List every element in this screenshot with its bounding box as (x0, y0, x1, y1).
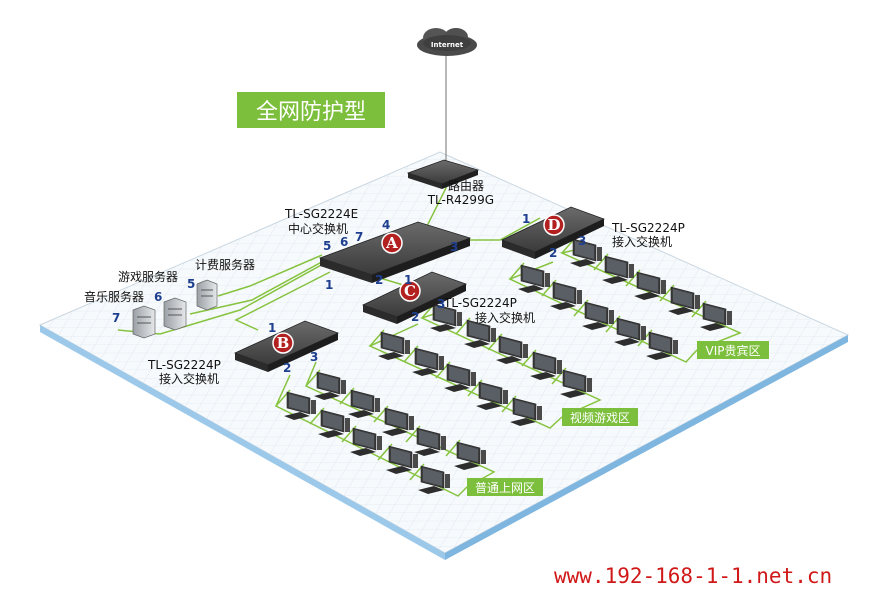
switch-badge (272, 332, 294, 354)
computer-icon (560, 369, 592, 398)
computer-icon (646, 331, 678, 360)
switch-model: TL-SG2224P (611, 221, 685, 235)
port-label: 2 (283, 361, 291, 375)
computer-icon (550, 281, 582, 310)
port-label: 5 (323, 239, 331, 253)
computer-icon (318, 409, 350, 438)
music-server-icon (132, 305, 156, 339)
switch-model: TL-SG2224P (147, 358, 221, 372)
switch-badge (399, 280, 421, 302)
music-server-label: 音乐服务器 (84, 289, 144, 304)
title-banner: 全网防护型 (237, 92, 385, 128)
port-label: 4 (382, 218, 390, 232)
port-label: 6 (154, 290, 162, 304)
computer-icon (348, 389, 380, 418)
computer-icon (414, 427, 446, 456)
cable (470, 217, 541, 241)
server-group: 计费服务器 游戏服务器 音乐服务器 5 6 7 (84, 257, 255, 339)
core-switch-a: A TL-SG2224E 中心交换机 4 5 6 7 3 1 2 (284, 207, 472, 292)
router: 路由器 TL-R4299G (406, 159, 494, 207)
switch-letter: C (404, 282, 416, 300)
access-switch-d: D TL-SG2224P 接入交换机 1 2 3 (500, 206, 685, 260)
zone-vip: VIP贵宾区 (697, 341, 769, 359)
router-name: 路由器 (448, 178, 484, 193)
computer-icon (350, 427, 382, 456)
port-label: 7 (112, 311, 120, 325)
billing-server-icon (196, 279, 218, 311)
internet-label: Internet (431, 41, 464, 49)
router-model: TL-R4299G (427, 193, 494, 207)
switch-role: 中心交换机 (288, 221, 348, 236)
computer-icon (464, 319, 496, 348)
computer-icon (614, 317, 646, 346)
switch-role: 接入交换机 (475, 310, 535, 325)
internet-cloud-icon: Internet (417, 28, 477, 56)
switch-badge (381, 232, 403, 254)
page-title: 全网防护型 (256, 100, 366, 125)
switch-role: 接入交换机 (159, 371, 219, 386)
cable (234, 271, 331, 331)
switch-model: TL-SG2224P (443, 296, 517, 310)
computer-icon (314, 371, 346, 400)
port-label: 3 (437, 297, 445, 311)
switch-letter: D (547, 216, 560, 234)
computer-icon (700, 302, 732, 331)
port-label: 3 (310, 350, 318, 364)
cable (217, 254, 323, 297)
computer-icon (602, 255, 634, 284)
port-label: 1 (268, 321, 276, 335)
watermark: www.192-168-1-1.net.cn (554, 564, 832, 588)
port-label: 7 (355, 230, 363, 244)
billing-server-label: 计费服务器 (195, 257, 255, 272)
access-switch-c: C TL-SG2224P 接入交换机 1 2 3 (361, 271, 535, 325)
computer-icon (518, 264, 550, 293)
switch-letter: B (277, 334, 290, 352)
zone-video-label: 视频游戏区 (570, 410, 630, 425)
client-computers (284, 238, 732, 494)
switch-role: 接入交换机 (612, 234, 672, 249)
computer-icon (386, 445, 418, 474)
computer-icon (382, 407, 414, 436)
port-label: 2 (411, 310, 419, 324)
computer-icon (476, 381, 508, 410)
zone-normal: 普通上网区 (467, 478, 543, 496)
computer-icon (284, 391, 316, 420)
computer-icon (582, 301, 614, 330)
computer-icon (454, 441, 486, 470)
zone-normal-label: 普通上网区 (475, 481, 535, 495)
cable (189, 251, 341, 315)
port-label: 3 (578, 234, 586, 248)
computer-icon (530, 351, 562, 380)
floor-plane (38, 151, 850, 560)
computer-icon (634, 271, 666, 300)
port-label: 2 (375, 273, 383, 287)
computer-icon (668, 286, 700, 315)
switch-letter: A (385, 234, 398, 252)
port-label: 3 (450, 240, 458, 254)
computer-icon (496, 335, 528, 364)
computer-icon (444, 363, 476, 392)
switch-badge (543, 214, 565, 236)
port-label: 2 (549, 246, 557, 260)
port-label: 1 (325, 278, 333, 292)
computer-icon (378, 331, 410, 360)
switch-model: TL-SG2224E (284, 207, 358, 221)
game-server-icon (163, 297, 187, 331)
computer-icon (412, 347, 444, 376)
port-label: 1 (522, 212, 530, 226)
game-server-label: 游戏服务器 (118, 269, 178, 284)
access-switch-b: B TL-SG2224P 接入交换机 1 2 3 (147, 320, 340, 386)
computer-icon (570, 238, 602, 267)
port-label: 5 (187, 277, 195, 291)
computer-icon (430, 303, 462, 332)
zone-video: 视频游戏区 (562, 408, 638, 426)
port-label: 6 (340, 235, 348, 249)
port-label: 1 (404, 273, 412, 287)
computer-icon (510, 397, 542, 426)
zone-vip-label: VIP贵宾区 (706, 343, 761, 358)
computer-icon (418, 465, 450, 494)
